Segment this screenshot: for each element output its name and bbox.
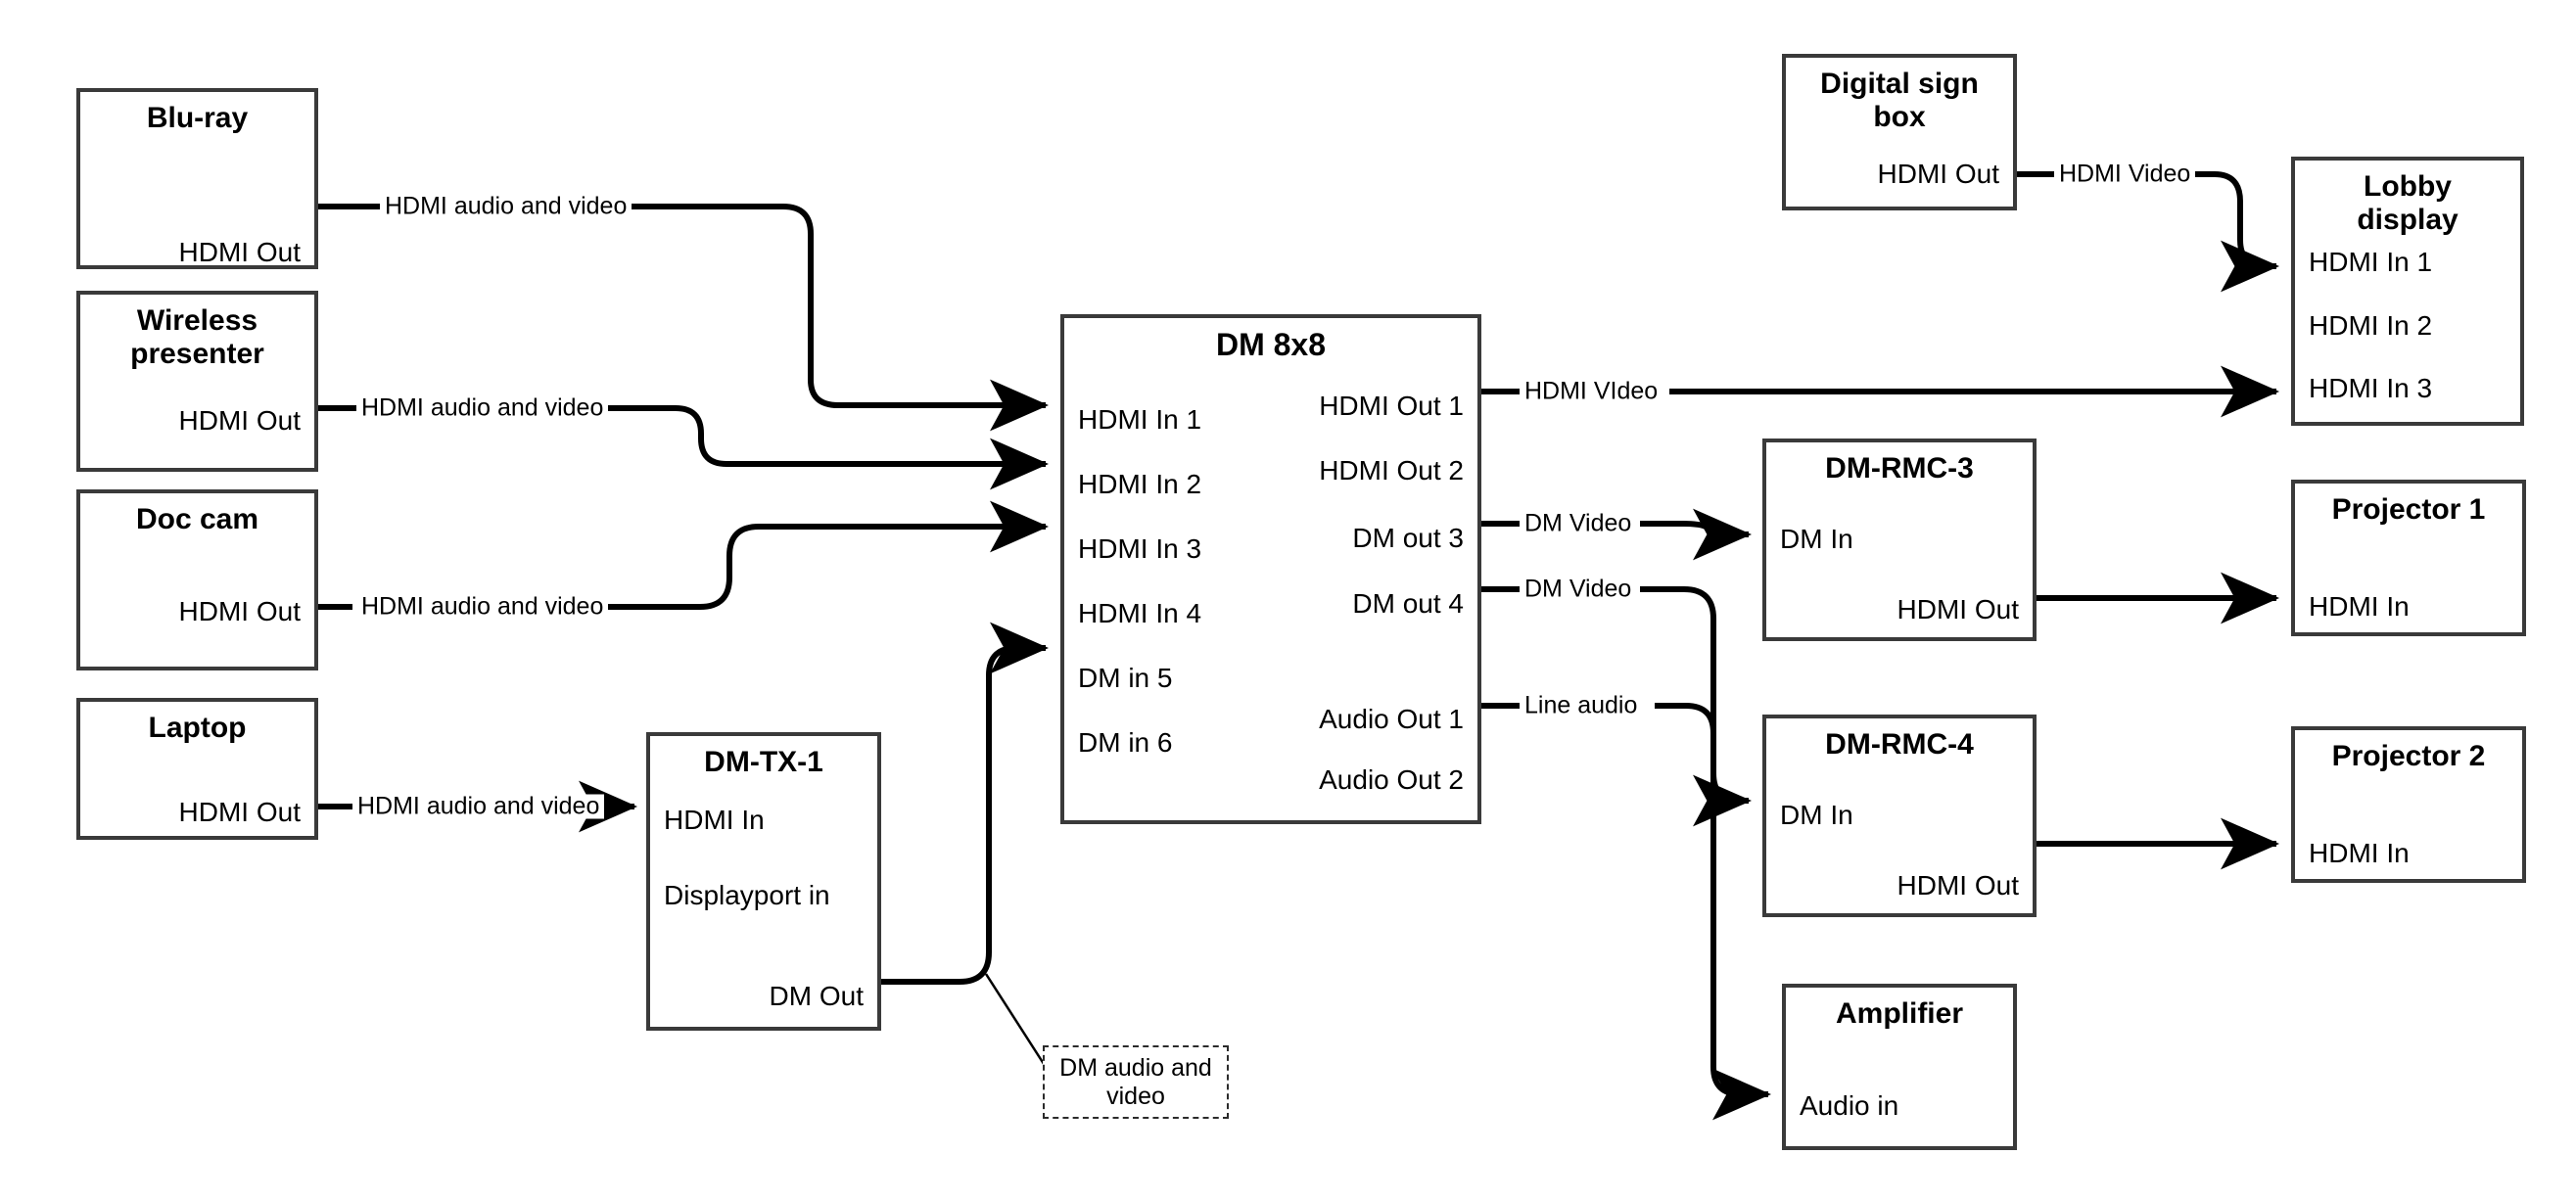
edge-label-sign-to-lobby: HDMI Video — [2054, 162, 2196, 187]
node-amplifier-ports: Audio in — [1786, 1031, 2013, 1146]
port-dm8x8-dm-out-4[interactable]: DM out 4 — [1352, 587, 1464, 619]
callout-leader-line — [984, 973, 1048, 1068]
node-doc-cam[interactable]: Doc cam HDMI Out — [76, 489, 318, 670]
node-projector-2[interactable]: Projector 2 HDMI In — [2291, 726, 2526, 883]
edge-label-dm8x8-audio-to-amp: Line audio — [1520, 693, 1643, 718]
node-dm-8x8-ports: HDMI In 1 HDMI In 2 HDMI In 3 HDMI In 4 … — [1064, 363, 1477, 820]
port-dm8x8-hdmi-in-3[interactable]: HDMI In 3 — [1078, 532, 1202, 564]
port-dm8x8-hdmi-in-4[interactable]: HDMI In 4 — [1078, 597, 1202, 628]
node-bluray-title: Blu-ray — [146, 102, 249, 134]
node-lobby-display[interactable]: Lobby display HDMI In 1 HDMI In 2 HDMI I… — [2291, 157, 2524, 426]
node-bluray[interactable]: Blu-ray HDMI Out — [76, 88, 318, 269]
node-dm-rmc-3-title: DM-RMC-3 — [1825, 452, 1974, 485]
node-dm-rmc-3-ports: DM In HDMI Out — [1766, 485, 2033, 637]
port-dm8x8-dm-in-5[interactable]: DM in 5 — [1078, 662, 1173, 693]
edge-label-dm8x8-out1-to-lobby: HDMI VIdeo — [1520, 379, 1663, 404]
node-projector-2-ports: HDMI In — [2295, 773, 2522, 879]
node-dm-rmc-4-title: DM-RMC-4 — [1825, 728, 1974, 761]
node-projector-1-title: Projector 1 — [2331, 493, 2486, 526]
note-dm-audio-and-video: DM audio and video — [1043, 1045, 1229, 1119]
node-dm-8x8[interactable]: DM 8x8 HDMI In 1 HDMI In 2 HDMI In 3 HDM… — [1060, 314, 1481, 824]
node-bluray-ports: HDMI Out — [80, 135, 314, 265]
node-projector-1-ports: HDMI In — [2295, 527, 2522, 632]
node-wireless-presenter-title: Wireless presenter — [130, 304, 264, 370]
port-dm8x8-hdmi-in-1[interactable]: HDMI In 1 — [1078, 403, 1202, 435]
node-digital-sign-box-ports: HDMI Out — [1786, 133, 2013, 207]
node-lobby-display-ports: HDMI In 1 HDMI In 2 HDMI In 3 — [2295, 236, 2520, 422]
port-wireless-hdmi-out[interactable]: HDMI Out — [178, 405, 301, 437]
edge-label-laptop-to-dmtx1: HDMI audio and video — [352, 794, 605, 819]
node-wireless-presenter[interactable]: Wireless presenter HDMI Out — [76, 291, 318, 472]
port-dmrmc3-dm-in[interactable]: DM In — [1780, 523, 1853, 554]
node-dm-tx-1-title: DM-TX-1 — [704, 746, 823, 778]
node-dm-tx-1-ports: HDMI In Displayport in DM Out — [650, 779, 877, 1027]
port-projector2-hdmi-in[interactable]: HDMI In — [2309, 837, 2410, 868]
port-lobby-hdmi-in-2[interactable]: HDMI In 2 — [2309, 310, 2433, 342]
node-digital-sign-box[interactable]: Digital sign box HDMI Out — [1782, 54, 2017, 210]
wire-sign-to-lobby — [2017, 171, 2276, 266]
edge-label-wireless-to-dm8x8: HDMI audio and video — [356, 395, 609, 421]
port-dm8x8-audio-out-1[interactable]: Audio Out 1 — [1319, 703, 1464, 734]
port-amplifier-audio-in[interactable]: Audio in — [1800, 1089, 1899, 1121]
node-dm-rmc-4-ports: DM In HDMI Out — [1766, 762, 2033, 913]
port-digitalsign-hdmi-out[interactable]: HDMI Out — [1877, 159, 1999, 190]
port-laptop-hdmi-out[interactable]: HDMI Out — [178, 796, 301, 827]
node-digital-sign-box-title: Digital sign box — [1820, 68, 1979, 133]
port-doccam-hdmi-out[interactable]: HDMI Out — [178, 595, 301, 626]
node-projector-1[interactable]: Projector 1 HDMI In — [2291, 480, 2526, 636]
wire-dm8x8-audio-to-amp — [1481, 703, 1768, 1094]
node-laptop[interactable]: Laptop HDMI Out — [76, 698, 318, 840]
node-amplifier-title: Amplifier — [1835, 997, 1964, 1030]
node-amplifier[interactable]: Amplifier Audio in — [1782, 984, 2017, 1150]
node-dm-rmc-3[interactable]: DM-RMC-3 DM In HDMI Out — [1762, 439, 2037, 641]
port-dm8x8-hdmi-out-2[interactable]: HDMI Out 2 — [1319, 454, 1464, 485]
port-dmtx1-hdmi-in[interactable]: HDMI In — [664, 804, 765, 835]
node-laptop-title: Laptop — [148, 712, 247, 744]
node-projector-2-title: Projector 2 — [2331, 740, 2486, 772]
port-dmtx1-displayport-in[interactable]: Displayport in — [664, 879, 830, 910]
node-dm-rmc-4[interactable]: DM-RMC-4 DM In HDMI Out — [1762, 715, 2037, 917]
node-doc-cam-title: Doc cam — [135, 503, 259, 535]
edge-label-bluray-to-dm8x8: HDMI audio and video — [380, 194, 632, 219]
port-dm8x8-hdmi-out-1[interactable]: HDMI Out 1 — [1319, 390, 1464, 421]
port-lobby-hdmi-in-1[interactable]: HDMI In 1 — [2309, 247, 2433, 278]
port-projector1-hdmi-in[interactable]: HDMI In — [2309, 590, 2410, 622]
node-lobby-display-title: Lobby display — [2357, 170, 2459, 236]
port-dmrmc4-hdmi-out[interactable]: HDMI Out — [1897, 869, 2019, 901]
edge-label-dm8x8-out4-to-rmc4: DM Video — [1520, 577, 1637, 602]
wire-bluray-to-dm8x8 — [318, 204, 1046, 405]
port-dmrmc3-hdmi-out[interactable]: HDMI Out — [1897, 593, 2019, 624]
node-doc-cam-ports: HDMI Out — [80, 536, 314, 667]
wire-dmtx1-to-dm8x8 — [881, 622, 1049, 985]
node-wireless-presenter-ports: HDMI Out — [80, 370, 314, 468]
node-dm-tx-1[interactable]: DM-TX-1 HDMI In Displayport in DM Out — [646, 732, 881, 1031]
edge-label-doccam-to-dm8x8: HDMI audio and video — [356, 594, 609, 620]
port-lobby-hdmi-in-3[interactable]: HDMI In 3 — [2309, 373, 2433, 404]
node-laptop-ports: HDMI Out — [80, 745, 314, 836]
node-dm-8x8-title: DM 8x8 — [1215, 327, 1327, 362]
port-dm8x8-dm-in-6[interactable]: DM in 6 — [1078, 726, 1173, 758]
port-dmtx1-dm-out[interactable]: DM Out — [769, 980, 864, 1011]
edge-label-dm8x8-out3-to-rmc3: DM Video — [1520, 511, 1637, 536]
port-dm8x8-audio-out-2[interactable]: Audio Out 2 — [1319, 763, 1464, 795]
port-bluray-hdmi-out[interactable]: HDMI Out — [178, 236, 301, 267]
port-dmrmc4-dm-in[interactable]: DM In — [1780, 799, 1853, 830]
port-dm8x8-hdmi-in-2[interactable]: HDMI In 2 — [1078, 468, 1202, 499]
port-dm8x8-dm-out-3[interactable]: DM out 3 — [1352, 522, 1464, 553]
